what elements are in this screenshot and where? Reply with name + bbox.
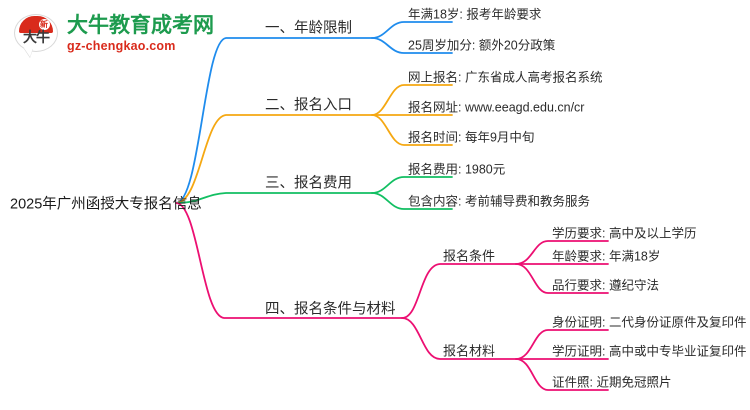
logo-text-block: 大牛教育成考网 gz-chengkao.com: [67, 14, 214, 54]
group-node-4-2[interactable]: 报名材料: [443, 343, 496, 359]
logo-cap-shape: 新: [19, 16, 53, 33]
logo-mark-text: 大牛: [23, 29, 50, 45]
leaf-node-2-1[interactable]: 网上报名: 广东省成人高考报名系统: [408, 70, 603, 85]
logo-badge-dot: 新: [39, 19, 50, 30]
leaf-node-1-2[interactable]: 25周岁加分: 额外20分政策: [408, 38, 556, 53]
logo-mark-icon: 新 大牛: [14, 12, 60, 56]
leaf-node-3-2[interactable]: 包含内容: 考前辅导费和教务服务: [408, 194, 590, 209]
leaf-node-2-2[interactable]: 报名网址: www.eeagd.edu.cn/cr: [408, 100, 585, 115]
leaf-node-2-3[interactable]: 报名时间: 每年9月中旬: [408, 130, 535, 145]
leaf-node-3-1[interactable]: 报名费用: 1980元: [408, 162, 506, 177]
branch-node-3[interactable]: 三、报名费用: [265, 175, 352, 192]
mindmap-root-node[interactable]: 2025年广州函授大专报名信息: [10, 196, 202, 213]
leaf-node-1-1[interactable]: 年满18岁: 报考年龄要求: [408, 7, 542, 22]
leaf-node-4-1-1[interactable]: 学历要求: 高中及以上学历: [552, 226, 697, 241]
leaf-node-4-2-1[interactable]: 身份证明: 二代身份证原件及复印件: [552, 315, 747, 330]
branch-node-1[interactable]: 一、年龄限制: [265, 20, 352, 37]
logo-subtitle: gz-chengkao.com: [67, 39, 176, 53]
leaf-node-4-1-2[interactable]: 年龄要求: 年满18岁: [552, 249, 661, 264]
branch-node-2[interactable]: 二、报名入口: [265, 97, 352, 114]
logo-title: 大牛教育成考网: [67, 14, 214, 37]
group-node-4-1[interactable]: 报名条件: [443, 248, 496, 264]
leaf-node-4-1-3[interactable]: 品行要求: 遵纪守法: [552, 278, 659, 293]
site-logo: 新 大牛 大牛教育成考网 gz-chengkao.com: [14, 8, 214, 60]
logo-badge-text: 新: [40, 20, 48, 29]
branch-node-4[interactable]: 四、报名条件与材料: [265, 301, 396, 318]
connector-branch-4: [175, 202, 609, 391]
leaf-node-4-2-2[interactable]: 学历证明: 高中或中专毕业证复印件: [552, 344, 747, 359]
leaf-node-4-2-3[interactable]: 证件照: 近期免冠照片: [552, 375, 672, 390]
